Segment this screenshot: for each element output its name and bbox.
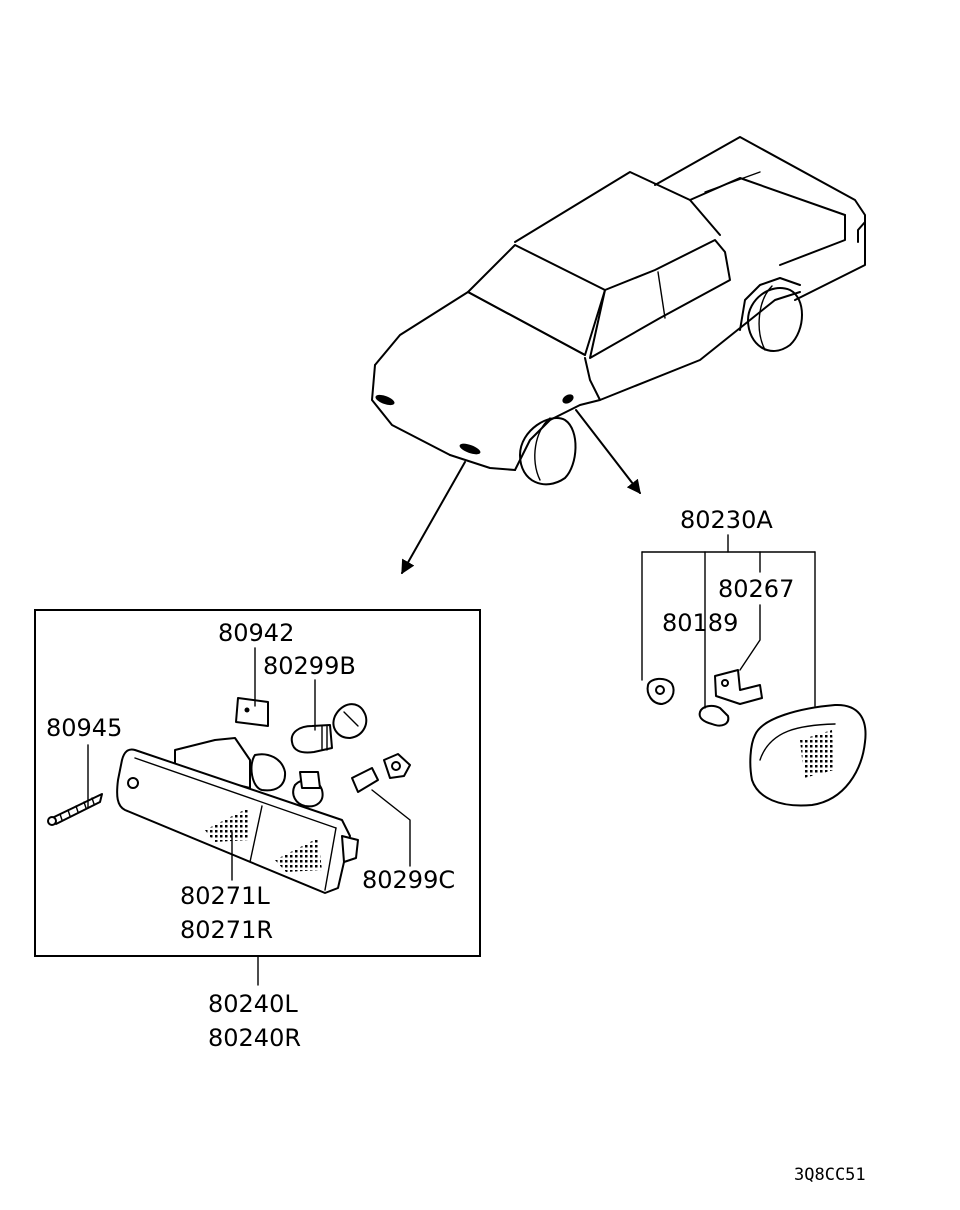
- arrow-to-front-lamp: [401, 461, 466, 575]
- bulb-80189-illustration: [698, 704, 730, 727]
- diagram-code: 3Q8CC51: [794, 1165, 866, 1185]
- label-80271l: 80271L: [180, 882, 270, 910]
- arrow-to-side-lamp: [575, 409, 641, 495]
- socket-illustration: [646, 677, 675, 705]
- leader-80299c: [371, 789, 411, 867]
- label-80942: 80942: [218, 619, 294, 647]
- clip-80942-illustration: [235, 697, 269, 727]
- label-80189: 80189: [662, 609, 738, 637]
- screw-80945-illustration: [47, 793, 103, 826]
- label-80299c: 80299C: [362, 866, 455, 894]
- label-80945: 80945: [46, 714, 122, 742]
- label-80267: 80267: [718, 575, 794, 603]
- label-80271r: 80271R: [180, 916, 273, 944]
- label-80299b: 80299B: [263, 652, 356, 680]
- front-combination-lamp-illustration: [116, 737, 359, 894]
- bracket-80267-illustration: [714, 669, 763, 705]
- label-80230a: 80230A: [680, 506, 773, 534]
- label-80240l: 80240L: [208, 990, 298, 1018]
- bulb-80299b-illustration: [290, 703, 368, 754]
- side-marker-lamp-illustration: [749, 703, 867, 807]
- bulb-80299c-illustration: [351, 753, 411, 793]
- pickup-truck-illustration: [371, 136, 866, 486]
- leader-80230a: [641, 534, 816, 709]
- label-80240r: 80240R: [208, 1024, 301, 1052]
